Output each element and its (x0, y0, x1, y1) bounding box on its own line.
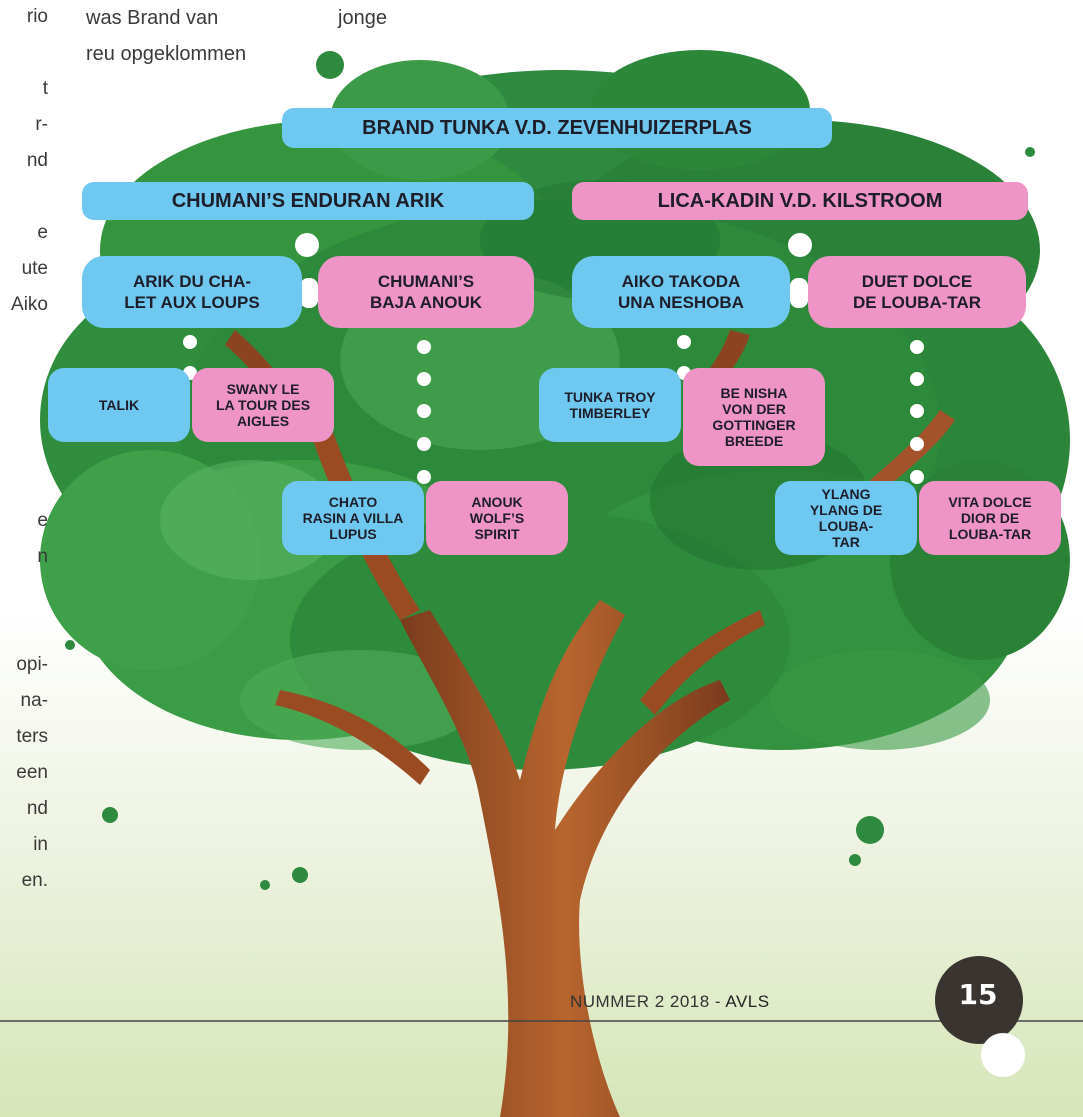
left-column-fragment: ters (16, 726, 48, 747)
left-column-fragment: opi- (16, 654, 48, 675)
pedigree-sire: CHUMANI’S ENDURAN ARIK (82, 182, 534, 220)
footer-brand: AVLS (725, 992, 770, 1011)
left-column-fragment: ute (21, 258, 48, 279)
left-column-fragment: een (16, 762, 48, 783)
footer-issue-label: NUMMER 2 2018 - (570, 992, 726, 1011)
body-text-line: reu opgeklommen (86, 43, 247, 65)
left-column-fragment: nd (26, 798, 48, 819)
page-badge-dot (981, 1033, 1025, 1077)
left-column-fragment: nd (26, 150, 48, 171)
connector-dots (183, 233, 924, 484)
left-column-fragment: in (33, 834, 48, 855)
footer-issue: NUMMER 2 2018 - AVLS (570, 992, 770, 1012)
left-column-fragment: r- (35, 114, 48, 135)
left-column-fragment: na- (20, 690, 48, 711)
left-column-fragment: rio (26, 6, 48, 27)
pedigree-dam: LICA-KADIN V.D. KILSTROOM (572, 182, 1028, 220)
body-text-line: jonge (338, 7, 387, 29)
pedigree-great-grandparent: TALIK (48, 368, 190, 442)
left-column-fragment: e (37, 222, 48, 243)
left-column-fragment: Aiko (11, 294, 48, 315)
pedigree-grandparent: ARIK DU CHA-LET AUX LOUPS (82, 256, 302, 328)
body-text-line: was Brand van (86, 7, 219, 29)
page-number: 15 (958, 978, 998, 1011)
pedigree-root: BRAND TUNKA V.D. ZEVENHUIZERPLAS (282, 108, 832, 148)
left-column-fragment: en. (21, 870, 48, 891)
page-badge (935, 956, 1023, 1044)
left-column-fragment: e (37, 510, 48, 531)
left-column-fragment: t (42, 78, 48, 99)
left-column-fragment: n (37, 546, 48, 567)
